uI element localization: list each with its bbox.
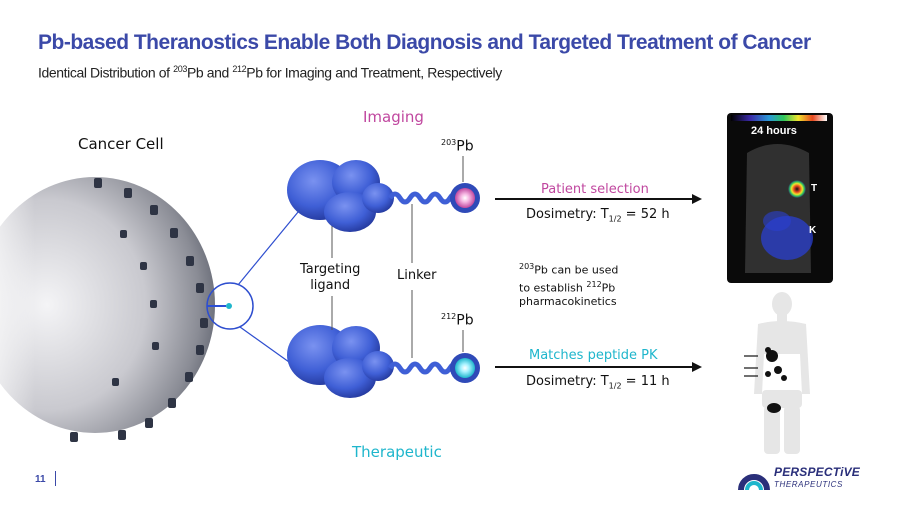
- therapeutic-label: Therapeutic: [352, 443, 442, 461]
- pb212-label: 212Pb: [441, 312, 474, 329]
- dosimetry-therapeutic: Dosimetry: T1/2 = 11 h: [526, 374, 670, 391]
- kidney-marker: K: [809, 225, 817, 236]
- spect-scan-image: 24 hours T K: [727, 113, 833, 283]
- logo-name: PERSPECTiVE: [774, 465, 861, 479]
- page-divider: [55, 471, 56, 486]
- colorbar: [731, 115, 827, 121]
- tumor-uptake: [788, 180, 806, 198]
- pk-note: 203Pb can be used to establish 212Pb pha…: [519, 262, 619, 309]
- tumor-marker: T: [811, 183, 818, 194]
- cancer-cell-illustration: [0, 177, 232, 442]
- page-number: 11: [35, 474, 46, 485]
- company-logo: PERSPECTiVE THERAPEUTICS: [738, 463, 878, 493]
- zoom-circle: [206, 282, 254, 330]
- matches-pk-label: Matches peptide PK: [529, 348, 658, 363]
- scan-time-label: 24 hours: [751, 125, 797, 137]
- slide-title: Pb-based Theranostics Enable Both Diagno…: [38, 31, 811, 54]
- patient-selection-label: Patient selection: [541, 182, 649, 197]
- targeting-ligand-therapeutic: [287, 325, 394, 398]
- slide-subtitle: Identical Distribution of 203Pb and 212P…: [38, 64, 502, 81]
- linker-chain-therapeutic: [387, 361, 463, 375]
- whole-body-scan-image: [738, 290, 828, 455]
- linker-chain-imaging: [387, 191, 463, 205]
- targeting-ligand-imaging: [287, 160, 394, 232]
- pb203-label: 203Pb: [441, 138, 474, 155]
- imaging-label: Imaging: [363, 108, 424, 126]
- linker-label: Linker: [397, 268, 437, 283]
- dosimetry-imaging: Dosimetry: T1/2 = 52 h: [526, 207, 670, 224]
- logo-subtitle: THERAPEUTICS: [774, 480, 843, 489]
- perspective-logo-icon: [738, 474, 770, 491]
- cancer-cell-label: Cancer Cell: [78, 135, 164, 153]
